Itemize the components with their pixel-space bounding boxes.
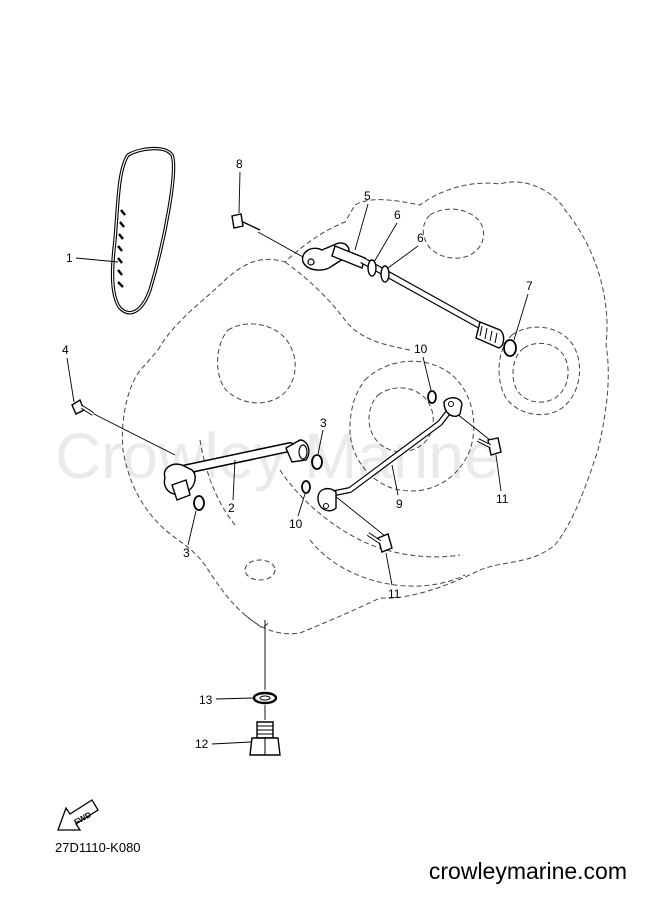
callout-label: 5 [364, 189, 371, 203]
callout-label: 10 [414, 342, 428, 356]
callout-7: 7 [513, 279, 533, 341]
callout-3b: 3 [183, 510, 197, 560]
bolt-8 [231, 213, 261, 231]
o-ring-6a [367, 259, 377, 277]
callout-5: 5 [354, 189, 371, 251]
gasket-13 [252, 691, 278, 705]
drain-plug-12 [249, 721, 281, 756]
callout-11b: 11 [385, 552, 401, 601]
crankcase-outline [121, 181, 609, 635]
callout-label: 13 [199, 693, 213, 707]
o-ring-10b [301, 480, 311, 494]
bolt-4 [71, 398, 95, 416]
bolt-11b [366, 532, 393, 553]
callout-4: 4 [62, 343, 75, 403]
callout-8: 8 [236, 157, 243, 214]
callout-label: 6 [394, 208, 401, 222]
callout-2: 2 [228, 459, 236, 515]
callout-1: 1 [66, 251, 119, 265]
fwd-arrow-icon: FWD [57, 799, 99, 831]
callout-label: 11 [388, 587, 401, 601]
oil-pipe-9 [317, 397, 463, 512]
callout-9: 9 [391, 464, 403, 511]
callout-12: 12 [195, 737, 252, 751]
o-ring-3b [193, 495, 205, 511]
callout-3a: 3 [317, 416, 327, 455]
drawing-number: 27D1110-K080 [55, 840, 141, 855]
callout-10a: 10 [414, 342, 432, 391]
callout-label: 10 [289, 517, 303, 531]
site-url: crowleymarine.com [428, 858, 627, 884]
callout-label: 2 [228, 501, 235, 515]
callout-11a: 11 [495, 454, 509, 506]
o-ring-7 [503, 339, 517, 357]
callout-label: 6 [417, 231, 424, 245]
callout-6b: 6 [387, 231, 424, 269]
callout-label: 1 [66, 251, 73, 265]
callout-label: 3 [183, 546, 190, 560]
callout-label: 12 [195, 737, 209, 751]
bolt-11a [477, 437, 502, 456]
callout-label: 8 [236, 157, 243, 171]
o-ring-3a [311, 454, 323, 470]
callout-label: 3 [320, 416, 327, 430]
o-ring-6b [380, 265, 390, 283]
callout-label: 11 [496, 492, 509, 506]
oil-pipe-2 [163, 439, 310, 501]
callout-label: 7 [526, 279, 533, 293]
o-ring-10a [427, 390, 437, 404]
callout-label: 9 [396, 497, 403, 511]
callout-6a: 6 [373, 208, 401, 263]
callout-13: 13 [199, 693, 254, 707]
cam-chain [110, 146, 176, 315]
callout-label: 4 [62, 343, 69, 357]
strainer-pipe-5 [301, 242, 505, 349]
callout-10b: 10 [289, 493, 306, 531]
